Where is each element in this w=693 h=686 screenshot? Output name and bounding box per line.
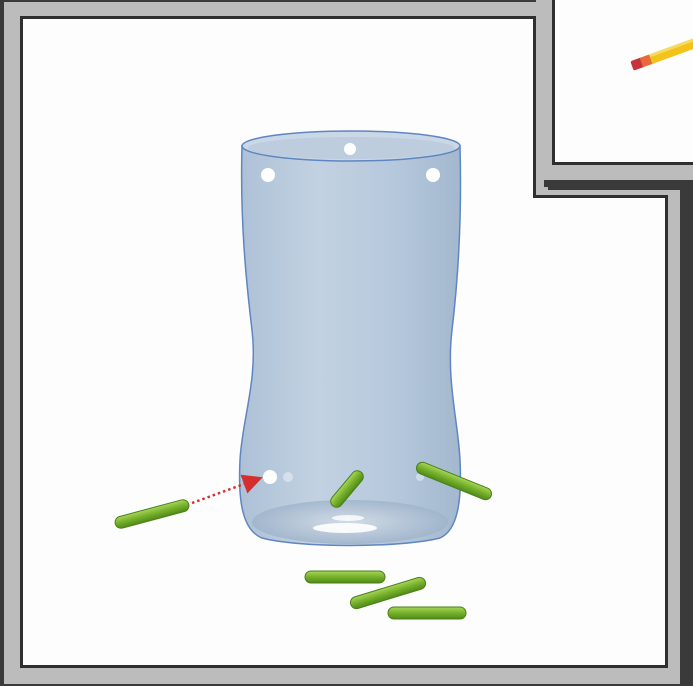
- inset-shadow: [548, 180, 693, 190]
- straw: [388, 607, 466, 619]
- straw: [305, 571, 385, 583]
- cup-hole: [261, 168, 275, 182]
- cup-hole: [263, 470, 277, 484]
- inset-panel: [555, 0, 693, 162]
- cup-hole: [344, 143, 356, 155]
- cup-hole: [283, 472, 293, 482]
- cup-hole: [426, 168, 440, 182]
